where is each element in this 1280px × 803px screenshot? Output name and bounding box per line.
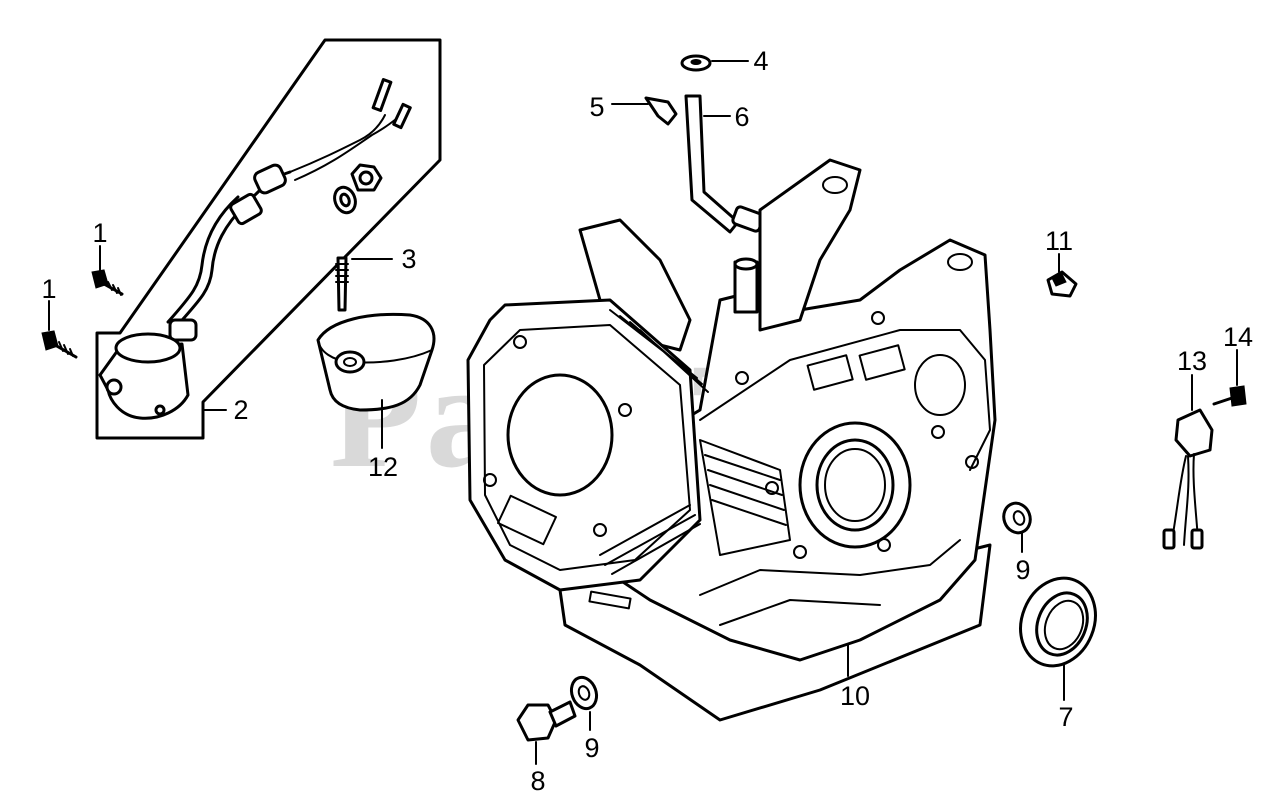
- drain-bolt-part-8: [516, 700, 577, 765]
- callout-10: 10: [839, 681, 871, 711]
- callout-8: 8: [530, 766, 546, 796]
- callout-11: 11: [1044, 226, 1074, 256]
- clip-part-5: [611, 96, 678, 126]
- inset-frame: [95, 38, 442, 440]
- bolt-part-1-upper: [91, 245, 124, 296]
- screw-part-14: [1212, 349, 1247, 407]
- callout-12: 12: [367, 452, 399, 482]
- crankcase-part-10: [466, 158, 997, 722]
- callout-13: 13: [1176, 346, 1208, 376]
- washer-part-9-lower: [569, 675, 599, 731]
- callout-1: 1: [41, 274, 57, 304]
- callout-1: 1: [92, 218, 108, 248]
- callout-9: 9: [584, 733, 600, 763]
- callout-7: 7: [1058, 702, 1074, 732]
- oil-alert-sensor: [98, 78, 412, 420]
- stud-bolt-part-3: [335, 256, 393, 312]
- callout-5: 5: [589, 92, 605, 122]
- callout-9: 9: [1015, 555, 1031, 585]
- callout-3: 3: [401, 244, 417, 274]
- oil-seal-part-7: [1019, 576, 1097, 701]
- callout-4: 4: [753, 46, 769, 76]
- bolt-part-1-lower: [41, 300, 78, 359]
- washer-part-9-upper: [1002, 501, 1032, 553]
- callout-2: 2: [233, 395, 249, 425]
- callout-6: 6: [734, 102, 750, 132]
- callout-14: 14: [1222, 322, 1254, 352]
- cover-part-12: [316, 312, 436, 449]
- washer-part-4: [680, 54, 749, 72]
- oil-sensor-module-part-13: [1162, 374, 1214, 550]
- clip-part-11: [1046, 253, 1078, 298]
